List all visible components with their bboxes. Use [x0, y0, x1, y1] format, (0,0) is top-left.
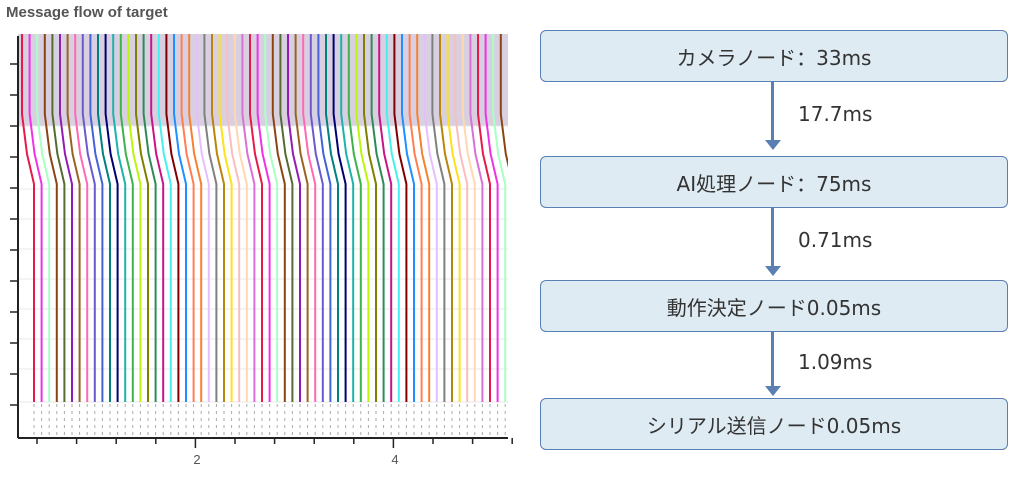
edge-label-3: 1.09ms [798, 350, 873, 374]
arrowhead-icon [765, 266, 781, 276]
message-flow-plot [18, 34, 508, 438]
arrow-2 [771, 208, 774, 266]
node-serial-send: シリアル送信ノード0.05ms [540, 398, 1008, 450]
node-camera: カメラノード：33ms [540, 30, 1008, 82]
chart-axes [10, 36, 513, 448]
arrowhead-icon [765, 140, 781, 150]
arrow-3 [771, 332, 774, 386]
arrow-1 [771, 82, 774, 140]
x-tick-label: 2 [193, 452, 201, 467]
node-action-decision: 動作決定ノード0.05ms [540, 280, 1008, 332]
edge-label-2: 0.71ms [798, 228, 873, 252]
edge-label-1: 17.7ms [798, 102, 873, 126]
x-tick-label: 4 [391, 452, 399, 467]
node-ai-processing: AI処理ノード：75ms [540, 156, 1008, 208]
arrowhead-icon [765, 386, 781, 396]
chart-title: Message flow of target [6, 4, 168, 21]
message-lines [18, 34, 508, 438]
